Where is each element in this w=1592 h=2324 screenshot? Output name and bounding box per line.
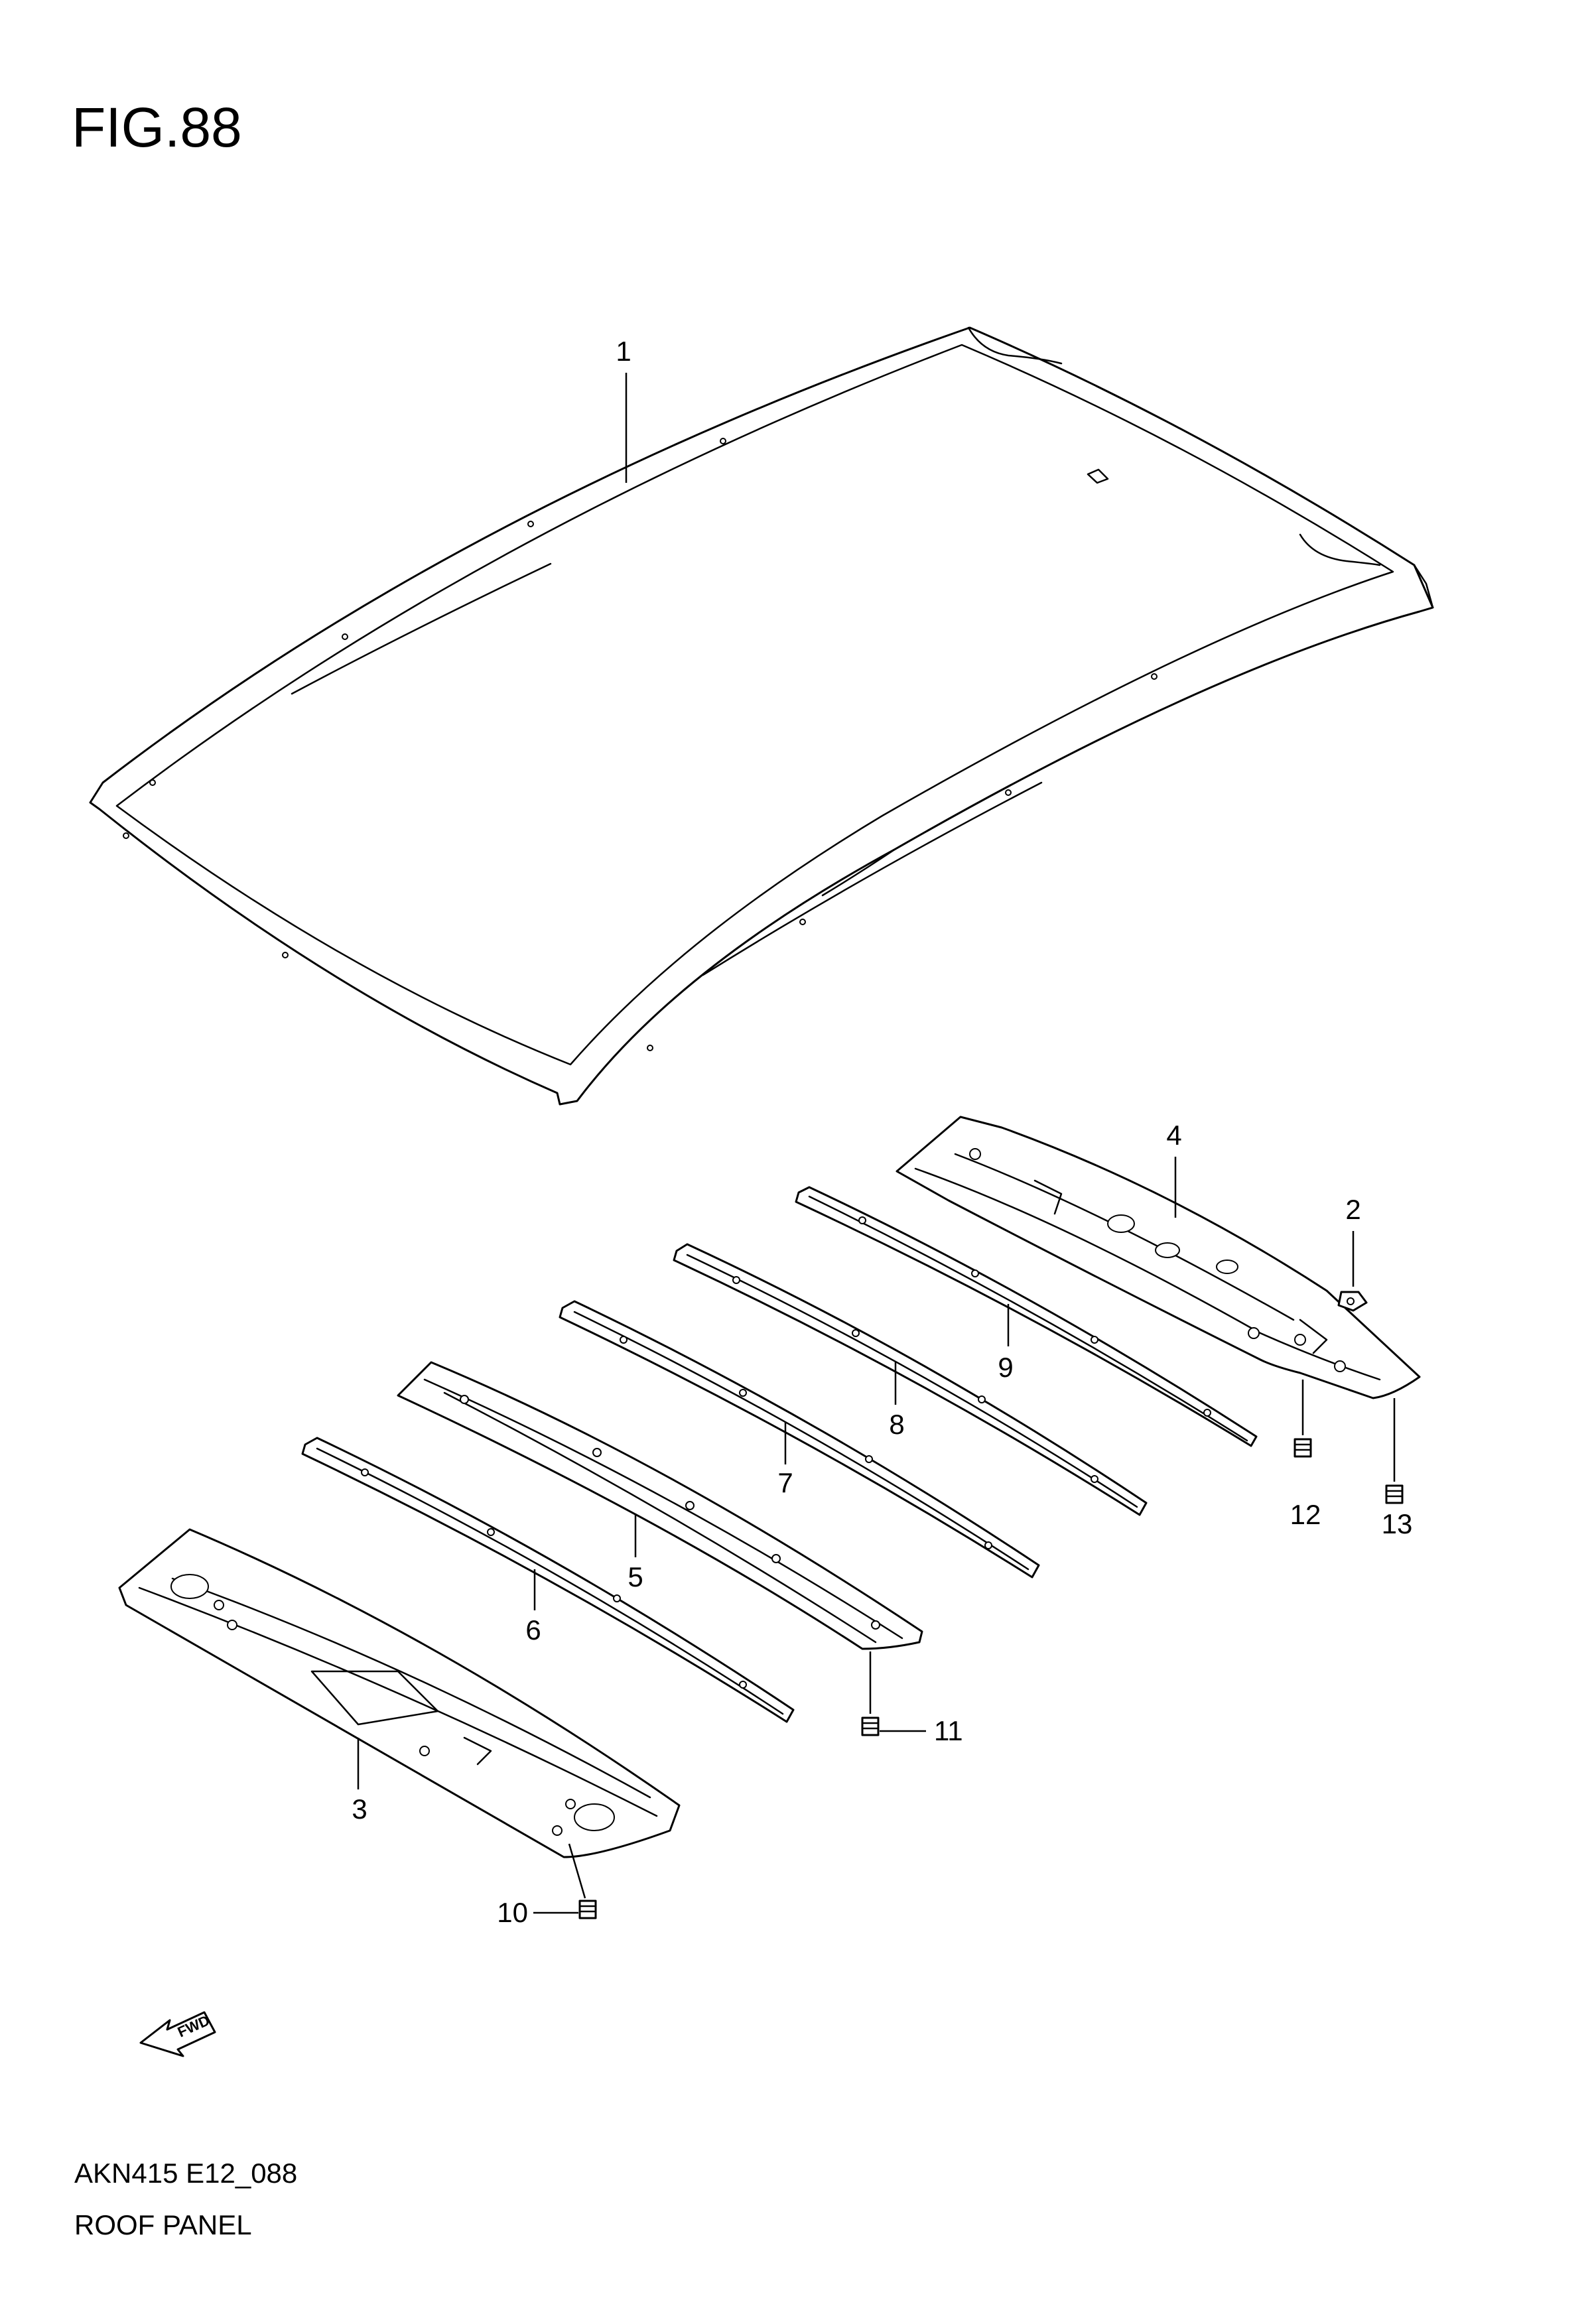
callout-1: 1	[616, 336, 631, 483]
svg-text:9: 9	[998, 1352, 1013, 1383]
fwd-arrow-icon: FWD	[139, 2011, 216, 2057]
callout-2: 2	[1345, 1194, 1361, 1287]
callout-9: 9	[998, 1304, 1014, 1383]
svg-text:13: 13	[1382, 1508, 1413, 1539]
part-bolt-13[interactable]	[1385, 1398, 1404, 1504]
part-roof-bow-8[interactable]	[673, 1243, 1148, 1516]
part-roof-panel[interactable]	[89, 326, 1434, 1106]
diagram-name: ROOF PANEL	[74, 2209, 252, 2240]
callout-6: 6	[525, 1569, 541, 1646]
callout-3: 3	[352, 1738, 367, 1825]
svg-text:10: 10	[497, 1897, 528, 1928]
part-roof-bow-9[interactable]	[795, 1186, 1258, 1447]
figure-title: FIG.88	[72, 96, 242, 159]
part-rear-header[interactable]	[118, 1528, 681, 1858]
diagram-code: AKN415 E12_088	[74, 2158, 298, 2189]
callout-10: 10	[497, 1897, 528, 1928]
svg-text:12: 12	[1290, 1499, 1321, 1530]
part-clip[interactable]	[1337, 1291, 1368, 1312]
callout-4: 4	[1166, 1120, 1182, 1218]
svg-text:6: 6	[525, 1614, 541, 1646]
callout-7: 7	[777, 1422, 793, 1498]
part-front-header[interactable]	[896, 1116, 1421, 1399]
svg-text:7: 7	[777, 1467, 793, 1498]
part-roof-bow-5[interactable]	[397, 1361, 923, 1650]
part-roof-bow-7[interactable]	[559, 1300, 1040, 1579]
svg-text:11: 11	[934, 1715, 963, 1746]
svg-text:3: 3	[352, 1793, 367, 1825]
svg-text:8: 8	[889, 1409, 904, 1440]
svg-text:1: 1	[616, 336, 631, 367]
callout-12: 12	[1290, 1499, 1321, 1530]
svg-text:5: 5	[628, 1561, 643, 1592]
part-roof-bow-6[interactable]	[301, 1437, 795, 1723]
svg-text:2: 2	[1345, 1194, 1360, 1225]
part-bolt-11[interactable]	[861, 1651, 926, 1736]
callout-8: 8	[889, 1362, 905, 1440]
callout-5: 5	[628, 1514, 643, 1592]
callout-11: 11	[934, 1715, 963, 1746]
part-bolt-12[interactable]	[1294, 1380, 1312, 1458]
callout-13: 13	[1382, 1508, 1413, 1539]
svg-text:4: 4	[1166, 1120, 1181, 1151]
part-bolt-10[interactable]	[533, 1843, 597, 1919]
